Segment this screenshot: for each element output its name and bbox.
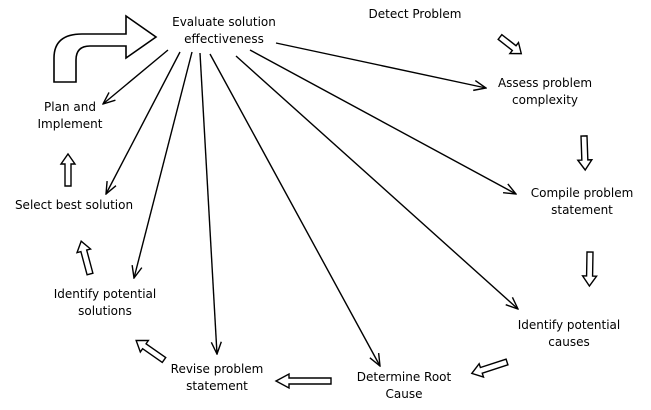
- feedback-line-to-causes: [235, 55, 518, 309]
- node-evaluate-line2: effectiveness: [184, 32, 264, 46]
- node-compile: Compile problem statement: [518, 185, 646, 219]
- node-assess-line1: Assess problem: [497, 76, 593, 90]
- feedback-line-to-solutions: [134, 51, 193, 278]
- node-plan: Plan and Implement: [22, 99, 118, 133]
- node-detect-line1: Detect Problem: [368, 7, 462, 21]
- node-compile-line2: statement: [551, 203, 613, 217]
- node-root-cause: Determine Root Cause: [344, 369, 464, 403]
- node-evaluate-line1: Evaluate solution: [172, 15, 276, 29]
- cycle-arrow-rootcause-to-revise: [274, 372, 332, 390]
- feedback-line-to-assess: [275, 42, 486, 88]
- feedback-line-to-rootcause: [209, 53, 380, 366]
- node-identify-causes-line2: causes: [548, 335, 590, 349]
- node-assess-line2: complexity: [512, 93, 578, 107]
- cycle-arrow-assess-to-compile: [576, 135, 594, 172]
- node-identify-causes: Identify potential causes: [504, 317, 634, 351]
- cycle-arrow-causes-to-rootcause: [470, 358, 509, 379]
- node-identify-solutions-line1: Identify potential: [53, 287, 157, 301]
- node-identify-solutions-line2: solutions: [78, 304, 132, 318]
- cycle-arrow-solutions-to-select: [75, 239, 94, 276]
- node-identify-solutions: Identify potential solutions: [40, 286, 170, 320]
- cycle-arrow-revise-to-solutions: [135, 339, 167, 364]
- cycle-arrow-select-to-plan: [59, 152, 77, 187]
- node-select-line1: Select best solution: [14, 198, 134, 212]
- node-select: Select best solution: [6, 197, 142, 214]
- feedback-line-to-revise: [199, 52, 217, 354]
- node-assess: Assess problem complexity: [486, 75, 604, 109]
- node-plan-line2: Implement: [37, 117, 103, 131]
- node-root-cause-line2: Cause: [385, 387, 423, 401]
- feedback-line-to-compile: [249, 49, 516, 194]
- node-detect: Detect Problem: [356, 6, 474, 23]
- node-compile-line1: Compile problem: [530, 186, 634, 200]
- feedback-line-to-select: [106, 51, 181, 194]
- cycle-arrow-detect-to-assess: [497, 33, 523, 55]
- node-revise-line1: Revise problem: [170, 362, 264, 376]
- node-revise-line2: statement: [186, 379, 248, 393]
- node-evaluate: Evaluate solution effectiveness: [160, 14, 288, 48]
- node-root-cause-line1: Determine Root: [356, 370, 452, 384]
- node-plan-line1: Plan and: [44, 100, 96, 114]
- curved-loop-arrow: [53, 14, 158, 83]
- feedback-line-to-plan: [103, 49, 169, 104]
- cycle-arrow-compile-to-causes: [581, 251, 598, 288]
- node-identify-causes-line1: Identify potential: [517, 318, 621, 332]
- node-revise: Revise problem statement: [158, 361, 276, 395]
